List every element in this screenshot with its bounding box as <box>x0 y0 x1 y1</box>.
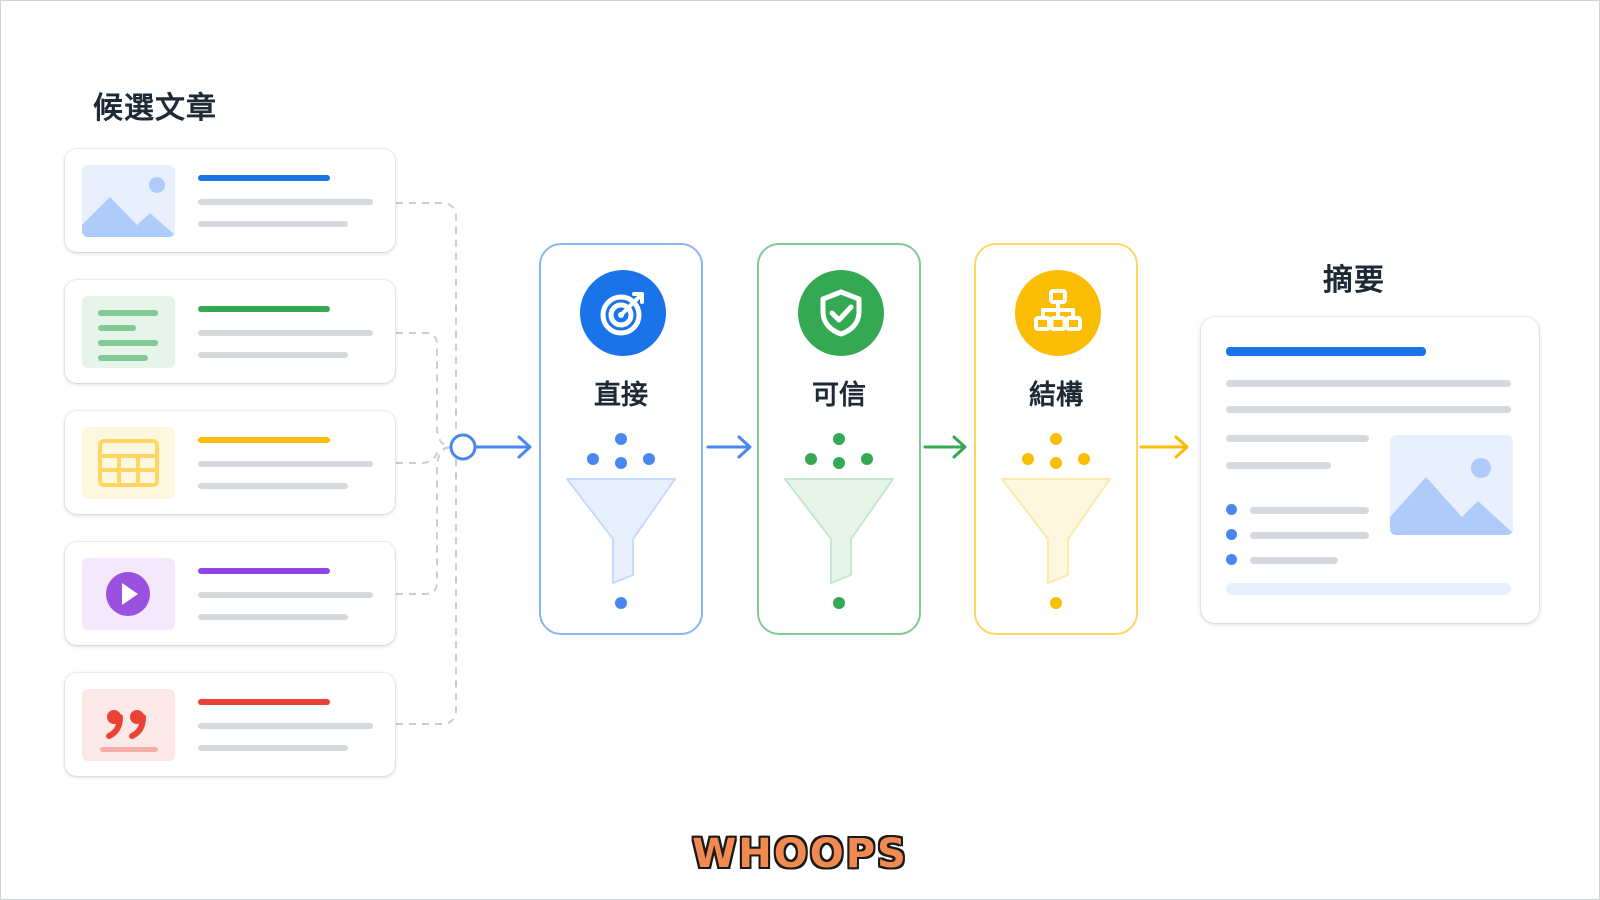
article-text-bar <box>198 330 373 336</box>
shield-check-icon <box>798 270 884 356</box>
article-text-bar <box>198 461 373 467</box>
funnel-icon <box>1001 433 1111 609</box>
article-text-bar <box>198 221 348 227</box>
article-text-bar <box>198 199 373 205</box>
summary-footer-bar <box>1226 583 1511 595</box>
target-icon <box>580 270 666 356</box>
article-title-bar <box>198 437 330 443</box>
stage-structure[interactable]: 結構 <box>974 243 1138 635</box>
bullet-text-bar <box>1250 557 1338 564</box>
article-card-table[interactable] <box>65 411 395 514</box>
play-icon <box>82 558 175 630</box>
bullet-text-bar <box>1250 532 1369 539</box>
article-text-bar <box>198 723 373 729</box>
stage-label: 直接 <box>594 380 648 411</box>
quote-icon <box>82 689 175 761</box>
table-icon <box>82 427 175 499</box>
summary-text-bar <box>1226 462 1331 469</box>
article-title-bar <box>198 699 330 705</box>
merge-node <box>449 433 477 461</box>
article-card-image[interactable] <box>65 149 395 252</box>
summary-title-bar <box>1226 347 1426 356</box>
connector-article-4 <box>396 446 454 595</box>
article-text-bar <box>198 352 348 358</box>
text-lines-icon <box>82 296 175 368</box>
connector-article-3 <box>396 446 448 464</box>
stage-label: 可信 <box>812 380 866 411</box>
arrow-stage2-to-stage3 <box>923 435 967 459</box>
article-card-text[interactable] <box>65 280 395 383</box>
arrow-stage3-to-summary <box>1139 435 1189 459</box>
bullet-dot <box>1226 529 1237 540</box>
article-text-bar <box>198 592 373 598</box>
article-title-bar <box>198 175 330 181</box>
summary-text-bar <box>1226 406 1511 413</box>
article-text-bar <box>198 483 348 489</box>
connector-article-1 <box>396 202 465 448</box>
connector-article-2 <box>396 332 454 448</box>
article-card-quote[interactable] <box>65 673 395 776</box>
image-icon <box>1390 435 1513 535</box>
article-card-video[interactable] <box>65 542 395 645</box>
arrow-stage1-to-stage2 <box>706 435 752 459</box>
arrow-merge-to-stage1 <box>474 435 532 459</box>
summary-text-bar <box>1226 380 1511 387</box>
candidates-title: 候選文章 <box>93 91 217 126</box>
bullet-dot <box>1226 554 1237 565</box>
article-text-bar <box>198 614 348 620</box>
bullet-text-bar <box>1250 507 1369 514</box>
article-title-bar <box>198 568 330 574</box>
funnel-icon <box>566 433 676 609</box>
stage-trustworthy[interactable]: 可信 <box>757 243 921 635</box>
hierarchy-icon <box>1015 270 1101 356</box>
summary-title: 摘要 <box>1323 263 1385 298</box>
funnel-icon <box>784 433 894 609</box>
summary-text-bar <box>1226 435 1369 442</box>
stage-direct[interactable]: 直接 <box>539 243 703 635</box>
whoops-watermark: WHOOPS <box>692 831 908 877</box>
bullet-dot <box>1226 504 1237 515</box>
connector-article-5 <box>396 446 465 725</box>
article-text-bar <box>198 745 348 751</box>
image-icon <box>82 165 175 237</box>
article-title-bar <box>198 306 330 312</box>
summary-card[interactable] <box>1201 317 1539 623</box>
stage-label: 結構 <box>1029 380 1083 411</box>
